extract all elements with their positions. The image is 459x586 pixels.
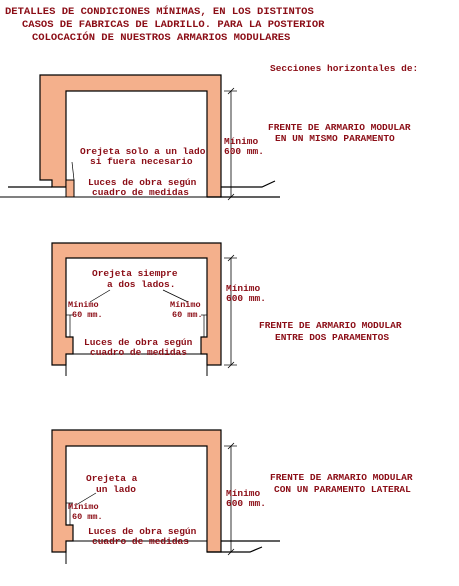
section-1-luces-2: cuadro de medidas	[92, 187, 189, 198]
section-3-left-min-2: 60 mm.	[72, 512, 103, 522]
section-2-left-min-2: 60 mm.	[72, 310, 103, 320]
section-1-note-2: si fuera necesario	[90, 156, 193, 167]
section-3-luces-2: cuadro de medidas	[92, 536, 189, 547]
section-3-drawing	[51, 429, 280, 564]
section-1-wall	[39, 74, 222, 198]
title-line-2: CASOS DE FABRICAS DE LADRILLO. PARA LA P…	[22, 19, 325, 31]
section-2-note-1: Orejeta siempre	[92, 268, 178, 279]
section-2-drawing	[51, 242, 237, 376]
section-3-leader	[75, 492, 97, 506]
section-3-heading-1: FRENTE DE ARMARIO MODULAR	[270, 472, 413, 483]
section-3-luces-1: Luces de obra según	[88, 526, 197, 537]
section-2-luces-1: Luces de obra según	[84, 337, 193, 348]
section-2-heading-2: ENTRE DOS PARAMENTOS	[275, 332, 389, 343]
section-2-luces-2: cuadro de medidas	[90, 347, 187, 358]
section-2-right-min-2: 60 mm.	[172, 310, 203, 320]
section-3-note-2: un lado	[96, 484, 136, 495]
subtitle: Secciones horizontales de:	[270, 63, 418, 74]
section-1-orejeta	[65, 179, 75, 198]
section-2-heading-1: FRENTE DE ARMARIO MODULAR	[259, 320, 402, 331]
section-2-leader-left	[89, 289, 111, 303]
section-1-heading-2: EN UN MISMO PARAMENTO	[275, 133, 395, 144]
section-2-right-min-1: Mínimo	[170, 300, 201, 310]
title-line-3: COLOCACIÓN DE NUESTROS ARMARIOS MODULARE…	[32, 30, 290, 44]
section-3-left-min-1: Mínimo	[68, 502, 99, 512]
section-3-dim-1: Mínimo	[226, 488, 261, 499]
section-1-note-1: Orejeta solo a un lado	[80, 146, 206, 157]
section-2-left-min-1: Mínimo	[68, 300, 99, 310]
section-2-dim-1: Mínimo	[226, 283, 261, 294]
section-1-wall-line-right	[207, 180, 280, 198]
section-3-note-1: Orejeta a	[86, 473, 138, 484]
section-1-dim-1: Mínimo	[224, 136, 259, 147]
section-1-dim-2: 600 mm.	[224, 146, 264, 157]
section-1-leader	[71, 161, 75, 181]
section-2-leader-right	[162, 289, 189, 303]
title-line-1: DETALLES DE CONDICIONES MÍNIMAS, EN LOS …	[5, 4, 314, 18]
section-2-dim-2: 600 mm.	[226, 293, 266, 304]
section-3-heading-2: CON UN PARAMENTO LATERAL	[274, 484, 411, 495]
section-1-heading-1: FRENTE DE ARMARIO MODULAR	[268, 122, 411, 133]
section-1-drawing	[0, 74, 280, 201]
section-3-dim-2: 600 mm.	[226, 498, 266, 509]
section-1-luces-1: Luces de obra según	[88, 177, 197, 188]
section-2-note-2: a dos lados.	[107, 279, 175, 290]
